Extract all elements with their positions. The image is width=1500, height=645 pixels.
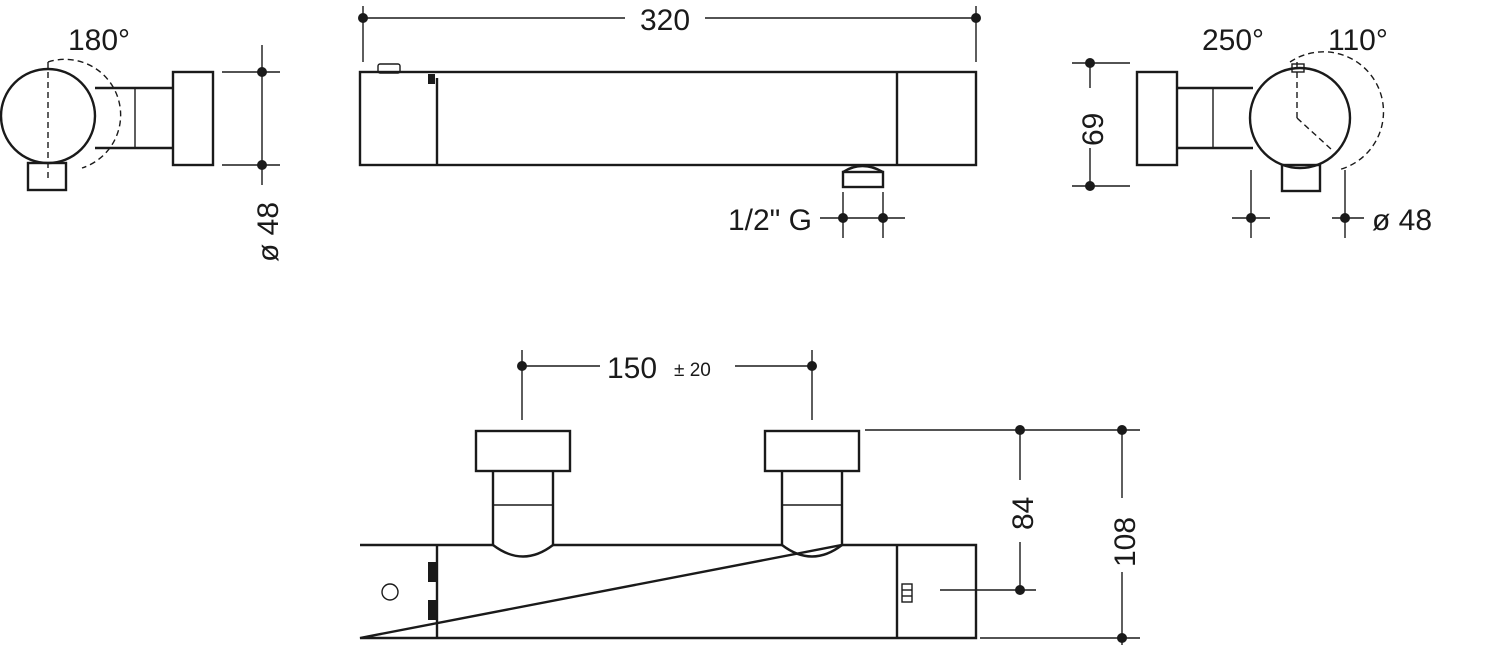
depth-84-label: 84	[1007, 497, 1040, 530]
left-diameter-label: ø 48	[252, 202, 285, 262]
bottom-plan-view	[359, 350, 1140, 645]
right-side-view	[1072, 51, 1385, 238]
left-side-view	[0, 45, 280, 192]
thread-label: 1/2" G	[728, 204, 812, 237]
top-front-view	[358, 6, 981, 238]
right-angle-250-label: 250°	[1202, 24, 1264, 57]
spacing-tolerance-label: ± 20	[674, 360, 711, 381]
right-angle-110-label: 110°	[1328, 24, 1388, 57]
spacing-label: 150	[607, 352, 657, 385]
length-label: 320	[640, 4, 690, 37]
left-angle-label: 180°	[68, 24, 130, 57]
height-label: 69	[1077, 113, 1110, 146]
right-diameter-label: ø 48	[1372, 204, 1432, 237]
depth-108-label: 108	[1109, 517, 1142, 567]
